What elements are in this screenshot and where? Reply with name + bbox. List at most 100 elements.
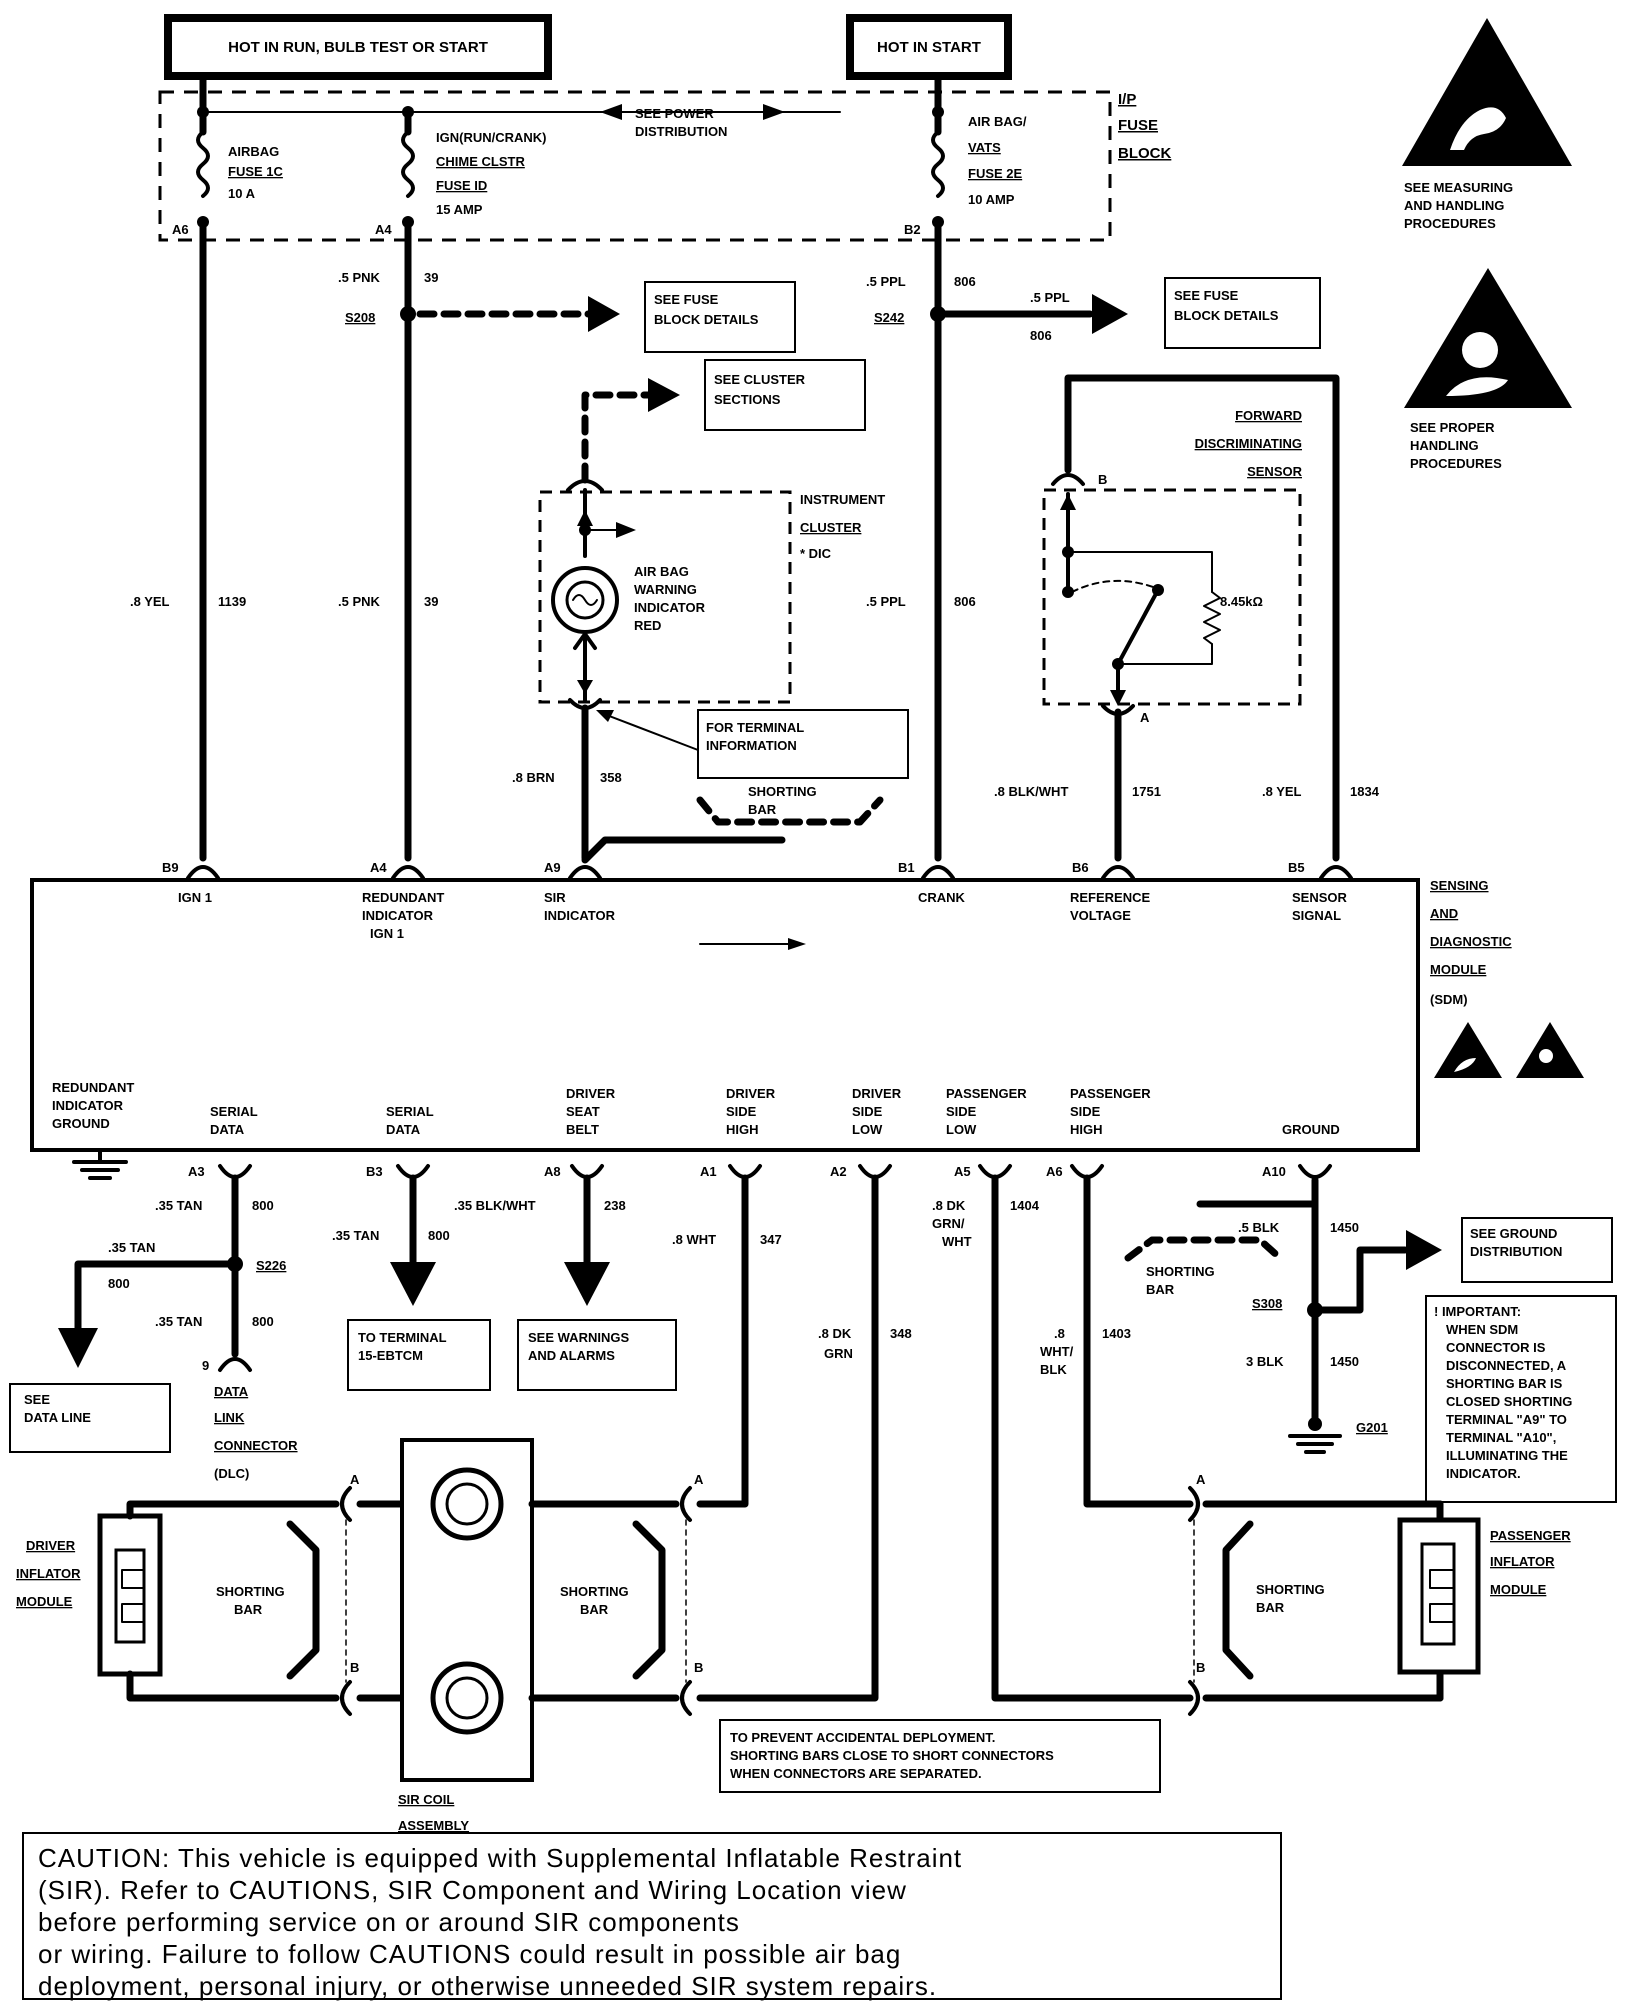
sdm-pin-a3-label: SERIAL DATA — [210, 1104, 258, 1137]
svg-text:B5: B5 — [1288, 860, 1305, 875]
svg-text:1403: 1403 — [1102, 1326, 1131, 1341]
driver-inflator-pin-a: A — [350, 1472, 360, 1487]
wire-806-top-label: .5 PPL 806 — [866, 274, 976, 289]
svg-text:.8: .8 — [1054, 1326, 1065, 1341]
svg-text:GROUND: GROUND — [1282, 1122, 1340, 1137]
svg-text:WHT/: WHT/ — [1040, 1344, 1074, 1359]
svg-text:.35 TAN: .35 TAN — [108, 1240, 155, 1255]
svg-text:I/P: I/P — [1118, 91, 1136, 108]
sensor-resistance: 8.45kΩ — [1220, 594, 1263, 609]
sdm-label: SENSING AND DIAGNOSTIC MODULE (SDM) — [1430, 878, 1512, 1007]
svg-text:INDICATOR.: INDICATOR. — [1446, 1466, 1521, 1481]
wire-806-mid-label: .5 PPL 806 — [866, 594, 976, 609]
svg-text:SEE: SEE — [24, 1392, 50, 1407]
fuse-block-outline — [158, 90, 1112, 242]
svg-text:15 AMP: 15 AMP — [436, 202, 483, 217]
see-power-distribution: SEE POWER DISTRIBUTION — [635, 106, 727, 139]
wire-1450-b-label: 3 BLK 1450 — [1246, 1354, 1359, 1369]
svg-text:SIR: SIR — [544, 890, 566, 905]
wire-806-branch-label: .5 PPL 806 — [1030, 290, 1070, 343]
svg-text:MODULE: MODULE — [1490, 1582, 1547, 1597]
svg-text:DISCRIMINATING: DISCRIMINATING — [1195, 436, 1302, 451]
svg-text:.5 PPL: .5 PPL — [866, 594, 906, 609]
svg-text:.8 DK: .8 DK — [818, 1326, 852, 1341]
svg-text:.5 PNK: .5 PNK — [338, 270, 381, 285]
svg-text:REFERENCE: REFERENCE — [1070, 890, 1151, 905]
svg-text:GRN/: GRN/ — [932, 1216, 965, 1231]
see-cluster-sections: SEE CLUSTER SECTIONS — [704, 359, 866, 431]
svg-text:800: 800 — [428, 1228, 450, 1243]
svg-text:DRIVER: DRIVER — [26, 1538, 76, 1553]
wire-800-c-label: .35 TAN 800 — [155, 1314, 274, 1329]
sdm-pin-a8-label: DRIVER SEAT BELT — [566, 1086, 616, 1137]
svg-text:BLOCK: BLOCK — [1118, 145, 1171, 162]
svg-text:DISTRIBUTION: DISTRIBUTION — [635, 124, 727, 139]
wire-347-label: .8 WHT 347 — [672, 1232, 782, 1247]
sdm-esd-icon-2 — [1516, 1022, 1584, 1078]
svg-text:INDICATOR: INDICATOR — [362, 908, 434, 923]
svg-text:INFORMATION: INFORMATION — [706, 738, 797, 753]
svg-text:TO PREVENT ACCIDENTAL DEPLOYME: TO PREVENT ACCIDENTAL DEPLOYMENT. — [730, 1730, 995, 1745]
svg-text:BAR: BAR — [580, 1602, 609, 1617]
svg-text:CONNECTOR IS: CONNECTOR IS — [1446, 1340, 1546, 1355]
svg-text:PASSENGER: PASSENGER — [1070, 1086, 1151, 1101]
svg-text:SHORTING: SHORTING — [1146, 1264, 1215, 1279]
svg-text:INDICATOR: INDICATOR — [52, 1098, 124, 1113]
svg-text:.5 PPL: .5 PPL — [866, 274, 906, 289]
hot-in-run-box: HOT IN RUN, BULB TEST OR START — [164, 14, 552, 80]
svg-text:SIDE: SIDE — [852, 1104, 883, 1119]
svg-text:PROCEDURES: PROCEDURES — [1404, 216, 1496, 231]
g201-label: G201 — [1356, 1420, 1388, 1435]
hot-in-start-box: HOT IN START — [846, 14, 1012, 80]
svg-text:SENSING: SENSING — [1430, 878, 1489, 893]
svg-text:PASSENGER: PASSENGER — [946, 1086, 1027, 1101]
svg-text:1450: 1450 — [1330, 1354, 1359, 1369]
svg-text:.5 PPL: .5 PPL — [1030, 290, 1070, 305]
sdm-pin-b9: B9 IGN 1 — [162, 860, 220, 905]
svg-text:FUSE: FUSE — [1118, 117, 1158, 134]
svg-text:VATS: VATS — [968, 140, 1001, 155]
svg-text:HIGH: HIGH — [726, 1122, 759, 1137]
sensor-pin-a: A — [1140, 710, 1150, 725]
svg-text:(DLC): (DLC) — [214, 1466, 249, 1481]
svg-text:FUSE 2E: FUSE 2E — [968, 166, 1023, 181]
svg-text:CRANK: CRANK — [918, 890, 966, 905]
splice-s226-label: S226 — [256, 1258, 286, 1273]
sir-coil-label: SIR COIL ASSEMBLY — [398, 1792, 469, 1833]
svg-text:IGN 1: IGN 1 — [178, 890, 212, 905]
caution-line: deployment, personal injury, or otherwis… — [38, 1971, 938, 2001]
svg-text:SENSOR: SENSOR — [1247, 464, 1303, 479]
caution-line: (SIR). Refer to CAUTIONS, SIR Component … — [38, 1875, 907, 1905]
dlc-pin-9: 9 — [202, 1358, 209, 1373]
svg-text:LOW: LOW — [852, 1122, 883, 1137]
svg-text:RED: RED — [634, 618, 661, 633]
sdm-pin-a9: A9 SIR INDICATOR — [544, 860, 616, 923]
caution-line: CAUTION: This vehicle is equipped with S… — [38, 1843, 963, 1873]
fuse-block-label: I/P FUSE BLOCK — [1118, 91, 1171, 162]
svg-text:AIR BAG: AIR BAG — [634, 564, 689, 579]
splice-s308-label: S308 — [1252, 1296, 1282, 1311]
svg-text:806: 806 — [954, 274, 976, 289]
svg-text:DATA: DATA — [386, 1122, 421, 1137]
svg-text:.35 TAN: .35 TAN — [155, 1314, 202, 1329]
svg-text:TO TERMINAL: TO TERMINAL — [358, 1330, 447, 1345]
svg-text:800: 800 — [252, 1314, 274, 1329]
sdm-pin-a1-label: DRIVER SIDE HIGH — [726, 1086, 776, 1137]
sdm-pin-a4: A4 REDUNDANT INDICATOR IGN 1 — [362, 860, 444, 941]
svg-text:INDICATOR: INDICATOR — [634, 600, 706, 615]
svg-text:CONNECTOR: CONNECTOR — [214, 1438, 298, 1453]
wire-1403-label: .8 WHT/ BLK 1403 — [1040, 1326, 1131, 1377]
wire-1751-label: .8 BLK/WHT 1751 — [994, 784, 1161, 799]
sdm-bottom-connectors: A3 B3 A8 A1 A2 A5 A6 A10 — [188, 1164, 1332, 1179]
sdm-pin-b1: B1 CRANK — [898, 860, 966, 905]
esd-measuring-note: SEE MEASURING AND HANDLING PROCEDURES — [1404, 180, 1513, 231]
svg-text:A8: A8 — [544, 1164, 561, 1179]
svg-text:A1: A1 — [700, 1164, 717, 1179]
svg-text:358: 358 — [600, 770, 622, 785]
see-data-line: SEE DATA LINE — [9, 1383, 171, 1453]
svg-text:SEE MEASURING: SEE MEASURING — [1404, 180, 1513, 195]
svg-text:DRIVER: DRIVER — [726, 1086, 776, 1101]
sir-coil-assembly — [400, 1438, 534, 1782]
ground-g201 — [1308, 1417, 1322, 1431]
svg-text:DATA: DATA — [210, 1122, 245, 1137]
